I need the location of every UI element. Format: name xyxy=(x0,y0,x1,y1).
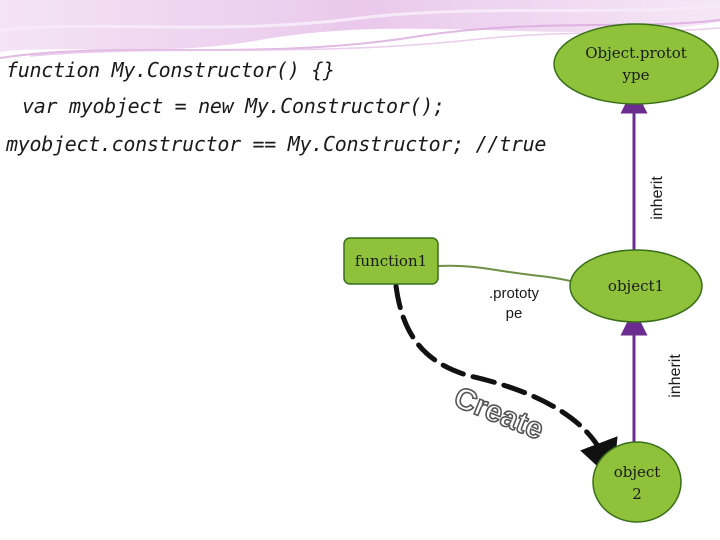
object-prototype-label-2: ype xyxy=(622,66,650,84)
function1-label: function1 xyxy=(355,252,427,270)
function1-node: function1 xyxy=(343,237,439,285)
inherit-label-top: inherit xyxy=(649,176,666,220)
code-line-constructor-check: myobject.constructor == My.Constructor; … xyxy=(6,132,547,156)
prototype-label-1: .prototy xyxy=(489,285,540,302)
object2-label-1: object xyxy=(614,463,661,481)
code-line-new-object: var myobject = new My.Constructor(); xyxy=(22,94,445,118)
object2-label-2: 2 xyxy=(632,485,642,503)
object-prototype-label-1: Object.protot xyxy=(585,44,687,62)
prototype-label-2: pe xyxy=(506,305,523,322)
code-line-constructor: function My.Constructor() {} xyxy=(6,58,335,82)
object1-node: object1 xyxy=(569,249,703,323)
object-prototype-node: Object.protot ype xyxy=(553,23,719,105)
object2-node: object 2 xyxy=(592,441,682,523)
inherit-label-bottom: inherit xyxy=(667,354,684,398)
prototype-link xyxy=(437,264,589,286)
create-label: Create xyxy=(449,381,548,447)
object1-label: object1 xyxy=(608,277,664,295)
create-arrow xyxy=(393,283,618,481)
